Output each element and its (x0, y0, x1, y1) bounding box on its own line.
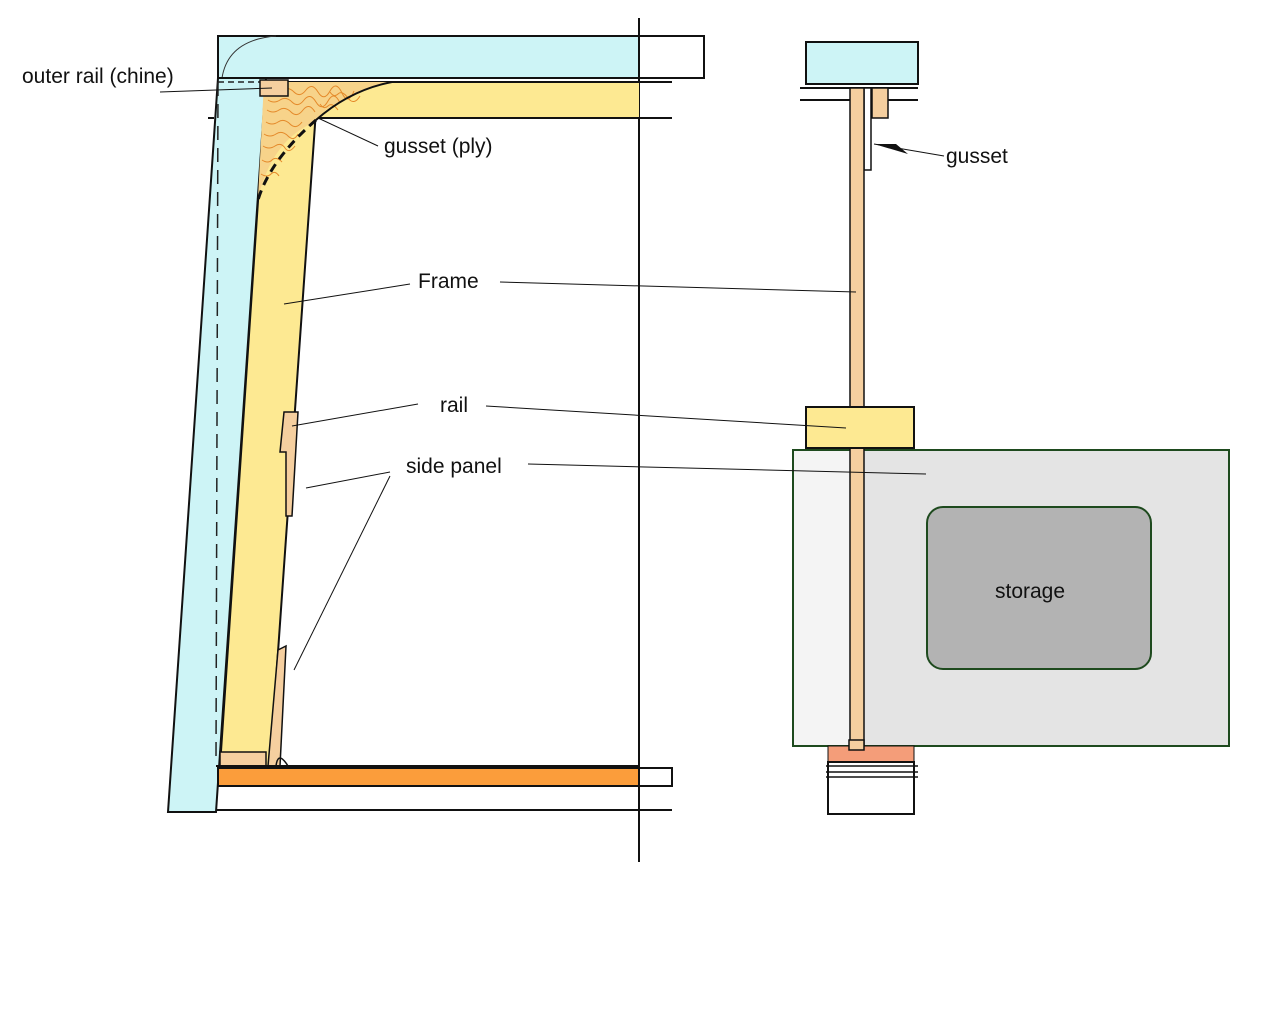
gusset-arc-dashed (256, 118, 317, 201)
top-chine-end (638, 35, 705, 79)
label-frame: Frame (418, 270, 479, 293)
floor-board-end (638, 767, 673, 787)
front-gusset (871, 87, 889, 119)
front-floor (827, 745, 915, 763)
ply-texture (260, 85, 361, 177)
label-rail: rail (440, 394, 468, 417)
labels: outer rail (chine) gusset (ply) Frame ra… (22, 65, 1065, 603)
gusset-arc-solid (315, 81, 393, 121)
leader-outer-rail (159, 87, 273, 93)
chine-curve (221, 35, 277, 79)
frame-foot (219, 751, 267, 767)
leader-lines (159, 87, 945, 671)
front-rail (805, 406, 915, 449)
leader-rail-left (291, 403, 419, 427)
front-chine (805, 41, 919, 85)
front-frame-foot (848, 739, 865, 751)
side-panel-upper (279, 411, 299, 517)
leader-side-panel-2 (293, 475, 391, 671)
label-side-panel: side panel (406, 455, 502, 478)
label-outer-rail: outer rail (chine) (22, 65, 174, 88)
front-keel (827, 761, 915, 815)
leader-gusset-ply (317, 117, 379, 147)
gusset-arrowhead (874, 144, 908, 154)
leader-rail-right (485, 405, 847, 429)
leader-side-panel-3 (527, 463, 927, 475)
storage-box (926, 506, 1152, 670)
front-view (792, 41, 1230, 815)
ply-gusset (258, 82, 390, 198)
top-chine (217, 35, 640, 79)
leader-frame-left (283, 283, 411, 305)
section-view (166, 18, 705, 862)
front-gusset-plate (863, 87, 872, 171)
leader-frame-right (499, 281, 857, 293)
leader-side-panel-1 (305, 471, 391, 489)
label-gusset-ply: gusset (ply) (384, 135, 493, 158)
label-storage: storage (995, 580, 1065, 603)
hull-inner-dashed (215, 81, 219, 761)
floor-board (217, 767, 640, 787)
foot-fillet (275, 757, 289, 767)
label-gusset: gusset (946, 145, 1008, 168)
